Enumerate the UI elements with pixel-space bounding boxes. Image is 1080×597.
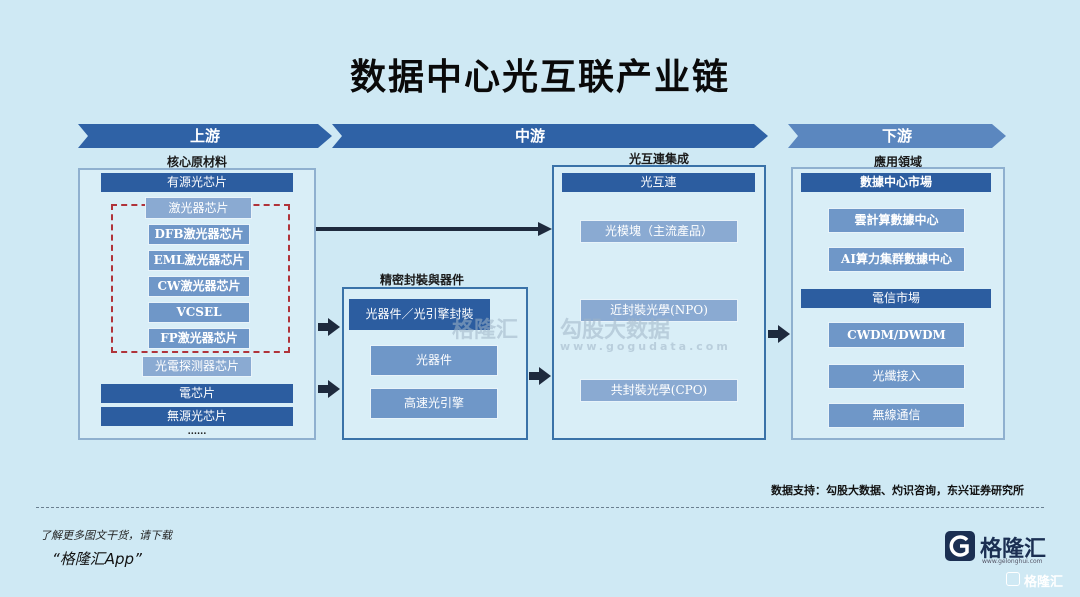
gelonghui-logo-url: www.gelonghui.com — [982, 558, 1043, 565]
telecom-market-header: 電信市場 — [801, 289, 991, 308]
integration-heading: 光互連集成 — [628, 152, 689, 166]
corner-watermark: 格隆汇 — [1024, 575, 1064, 590]
passive-chip: 無源光芯片 — [101, 407, 293, 426]
more-ellipsis: ...... — [187, 427, 207, 437]
integration-item: 光模塊（主流產品） — [580, 220, 738, 243]
gelonghui-logo-icon — [945, 531, 975, 561]
footer-divider — [36, 507, 1044, 508]
long-arrow-icon — [316, 222, 552, 236]
packaging-heading: 精密封裝與器件 — [379, 273, 464, 287]
laser-chip-item: EML激光器芯片 — [148, 250, 250, 271]
watermark-brand: 格隆汇 — [452, 318, 519, 343]
watermark-brand2: 勾股大数据 — [560, 318, 671, 343]
page-title: 数据中心光互联产业链 — [349, 57, 730, 98]
stage-upstream: 上游 — [78, 124, 332, 148]
footer-download-text: 了解更多图文干货，请下载 — [40, 529, 172, 542]
laser-chip-item: DFB激光器芯片 — [148, 224, 250, 245]
laser-chip-item: VCSEL — [148, 302, 250, 323]
arrow-right-icon — [318, 318, 340, 336]
watermark-url: www.gogudata.com — [560, 340, 731, 353]
gelonghui-logo-text: 格隆汇 — [980, 537, 1047, 562]
photodetector-chip: 光電探测器芯片 — [142, 356, 252, 377]
laser-chip-item: 激光器芯片 — [145, 197, 252, 219]
chevron-arrow-shape — [332, 124, 768, 148]
stage-midstream: 中游 — [332, 124, 768, 148]
telecom-item: CWDM/DWDM — [828, 322, 965, 348]
laser-chip-item: FP激光器芯片 — [148, 328, 250, 349]
arrow-right-icon — [768, 325, 790, 343]
datacenter-item: AI算力集群數據中心 — [828, 247, 965, 272]
downstream-heading: 應用領域 — [873, 155, 922, 169]
chevron-arrow-shape — [78, 124, 332, 148]
stage-downstream: 下游 — [788, 124, 1006, 148]
stage-downstream-label: 下游 — [881, 127, 912, 145]
integration-header: 光互連 — [562, 173, 755, 192]
chevron-arrow-shape — [788, 124, 1006, 148]
laser-chip-item: CW激光器芯片 — [148, 276, 250, 297]
arrow-right-icon — [318, 380, 340, 398]
stage-midstream-label: 中游 — [514, 127, 545, 145]
corner-logo-icon — [1006, 572, 1020, 586]
electrical-chip: 電芯片 — [101, 384, 293, 403]
datacenter-market-header: 數據中心市場 — [801, 173, 991, 192]
packaging-item: 高速光引擎 — [370, 388, 498, 419]
telecom-item: 光纖接入 — [828, 364, 965, 389]
arrow-right-icon — [529, 367, 551, 385]
telecom-item: 無線通信 — [828, 403, 965, 428]
footer-app-name: “格隆汇App” — [52, 550, 142, 568]
upstream-heading: 核心原材料 — [166, 155, 227, 169]
stage-upstream-label: 上游 — [189, 127, 220, 145]
integration-item: 近封裝光學(NPO) — [580, 299, 738, 322]
active-chip-header: 有源光芯片 — [101, 173, 293, 192]
integration-item: 共封裝光學(CPO) — [580, 379, 738, 402]
datacenter-item: 雲計算數據中心 — [828, 208, 965, 233]
packaging-header: 光器件／光引擎封裝 — [349, 299, 490, 330]
source-note: 数据支持：勾股大数据、灼识咨询，东兴证券研究所 — [771, 484, 1024, 497]
packaging-item: 光器件 — [370, 345, 498, 376]
